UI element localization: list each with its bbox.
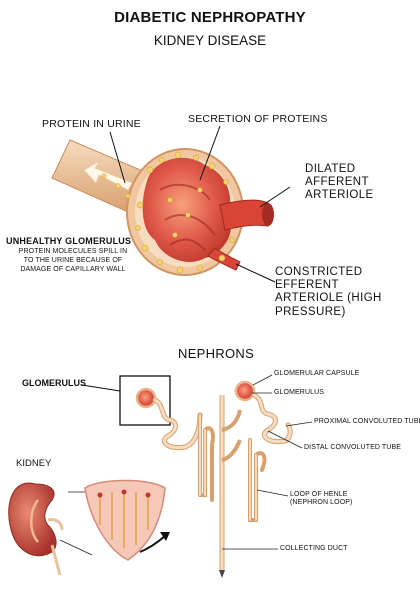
label-proximal-convoluted-tube: PROXIMAL CONVOLUTED TUBE <box>314 418 420 425</box>
label-kidney: KIDNEY <box>16 458 52 469</box>
glomerulus-illustration <box>51 139 274 276</box>
label-secretion-of-proteins: SECRETION OF PROTEINS <box>188 113 328 125</box>
collecting-duct <box>219 395 242 578</box>
label-protein-in-urine: PROTEIN IN URINE <box>42 118 141 130</box>
protein-molecules <box>101 151 235 274</box>
label-unhealthy-description: PROTEIN MOLECULES SPILL IN TO THE URINE … <box>18 248 128 273</box>
direction-arrow <box>139 535 166 553</box>
nephron-left <box>135 387 215 502</box>
label-unhealthy-glomerulus: UNHEALTHY GLOMERULUS <box>6 236 132 246</box>
label-constricted-efferent-arteriole: CONSTRICTED EFFERENT ARTERIOLE (HIGH PRE… <box>275 266 382 318</box>
page-subtitle: KIDNEY DISEASE <box>153 33 267 48</box>
label-glomerular-capsule: GLOMERULAR CAPSULE <box>274 370 360 377</box>
label-nephrons-heading: NEPHRONS <box>178 346 255 361</box>
page-title: DIABETIC NEPHROPATHY <box>114 9 306 26</box>
label-loop-of-henle: LOOP OF HENLE (NEPHRON LOOP) <box>290 491 353 507</box>
label-glomerulus-small: GLOMERULUS <box>274 389 325 396</box>
label-dilated-afferent-arteriole: DILATED AFFERENT ARTERIOLE <box>305 163 374 202</box>
kidney-pyramid <box>84 479 166 561</box>
capillary-tuft <box>142 157 232 262</box>
leader-lines-top <box>109 125 291 283</box>
afferent-arteriole <box>219 199 269 231</box>
label-glomerulus-callout: GLOMERULUS <box>22 378 86 388</box>
nephron-right <box>234 380 293 522</box>
protein-flow-arrow <box>83 160 133 191</box>
label-collecting-duct: COLLECTING DUCT <box>280 545 348 552</box>
glomerulus-zoom-box <box>119 375 171 426</box>
label-distal-convoluted-tube: DISTAL CONVOLUTED TUBE <box>304 444 401 451</box>
kidney-illustration <box>8 482 93 576</box>
leader-lines-nephron <box>222 374 313 550</box>
